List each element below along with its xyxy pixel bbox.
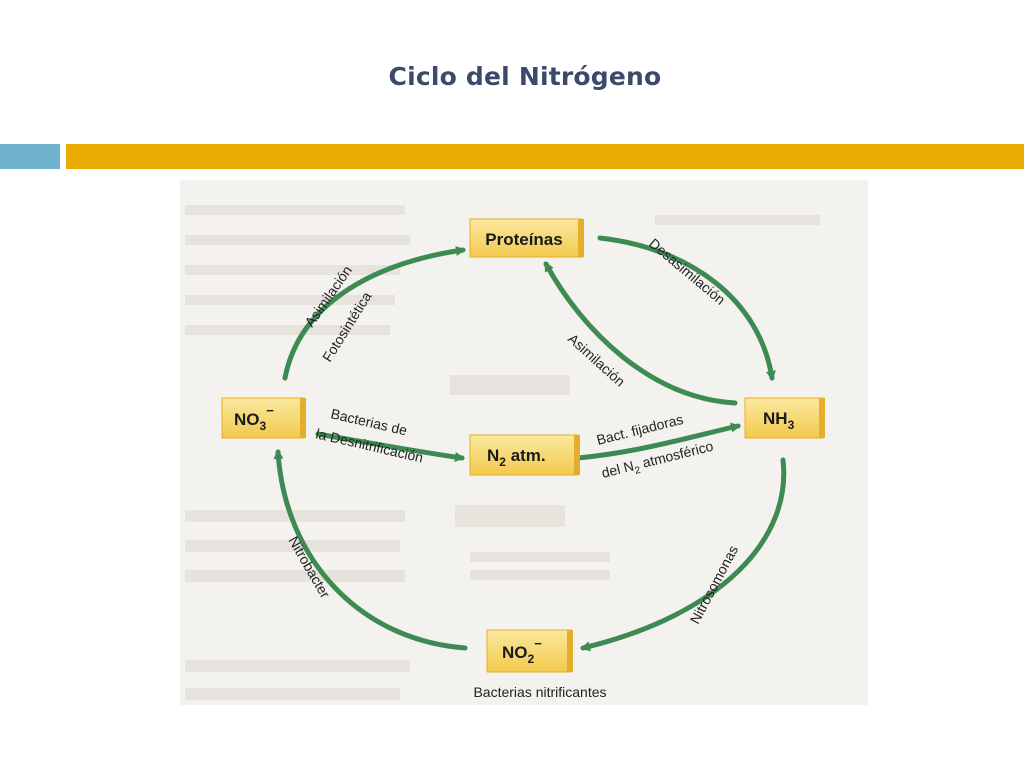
svg-text:NO3−: NO3−: [234, 403, 274, 433]
arrow-nitrosomonas: [580, 457, 787, 652]
node-n2-base: N: [487, 446, 499, 465]
label-nitrosomonas: Nitrosomonas: [687, 543, 742, 627]
node-no2-sub: 2: [528, 652, 535, 666]
svg-text:NO2−: NO2−: [502, 636, 542, 666]
node-no3: NO3−: [221, 397, 306, 439]
node-no3-sup: −: [266, 403, 274, 418]
label-desasimilacion: Desasimilación: [646, 235, 728, 308]
node-no3-base: NO: [234, 410, 260, 429]
cycle-arrows: [273, 235, 787, 652]
node-no3-sub: 3: [260, 419, 267, 433]
svg-text:NH3: NH3: [763, 409, 795, 432]
label-fijadoras-2a: del N: [600, 457, 636, 480]
nitrogen-cycle-figure: Proteínas NO3− N2 atm. NH3: [180, 180, 868, 705]
arrow-asimilacion: [543, 261, 738, 406]
arrow-nitrobacter: [273, 449, 468, 651]
svg-text:N2 atm.: N2 atm.: [487, 446, 546, 469]
node-proteinas-label: Proteínas: [485, 230, 562, 249]
label-fijadoras-2-sub: 2: [634, 465, 642, 477]
label-bacterias-nitrificantes: Bacterias nitrificantes: [473, 684, 606, 700]
accent-bar-blue: [0, 144, 60, 169]
node-no2-sup: −: [534, 636, 542, 651]
label-denitrificacion-2: la Desnitrificación: [314, 425, 425, 465]
node-n2-rest: atm.: [506, 446, 546, 465]
slide-title: Ciclo del Nitrógeno: [388, 62, 662, 91]
background-ghost-text: [185, 205, 820, 700]
node-nh3: NH3: [744, 397, 825, 439]
node-n2-atm: N2 atm.: [469, 434, 580, 476]
arrow-fijacion: [575, 422, 741, 461]
node-nh3-sub: 3: [788, 418, 795, 432]
node-proteinas: Proteínas: [469, 218, 584, 258]
arrow-desnitrificacion: [315, 431, 465, 462]
accent-bar-gold: [66, 144, 1024, 169]
arrow-asimilacion-fotosintetica: [282, 246, 466, 381]
arrow-desasimilacion: [597, 235, 776, 381]
label-asimilacion: Asimilación: [565, 330, 628, 389]
node-nh3-base: NH: [763, 409, 788, 428]
node-no2-base: NO: [502, 643, 528, 662]
node-no2: NO2−: [486, 629, 573, 673]
node-n2-sub: 2: [499, 455, 506, 469]
